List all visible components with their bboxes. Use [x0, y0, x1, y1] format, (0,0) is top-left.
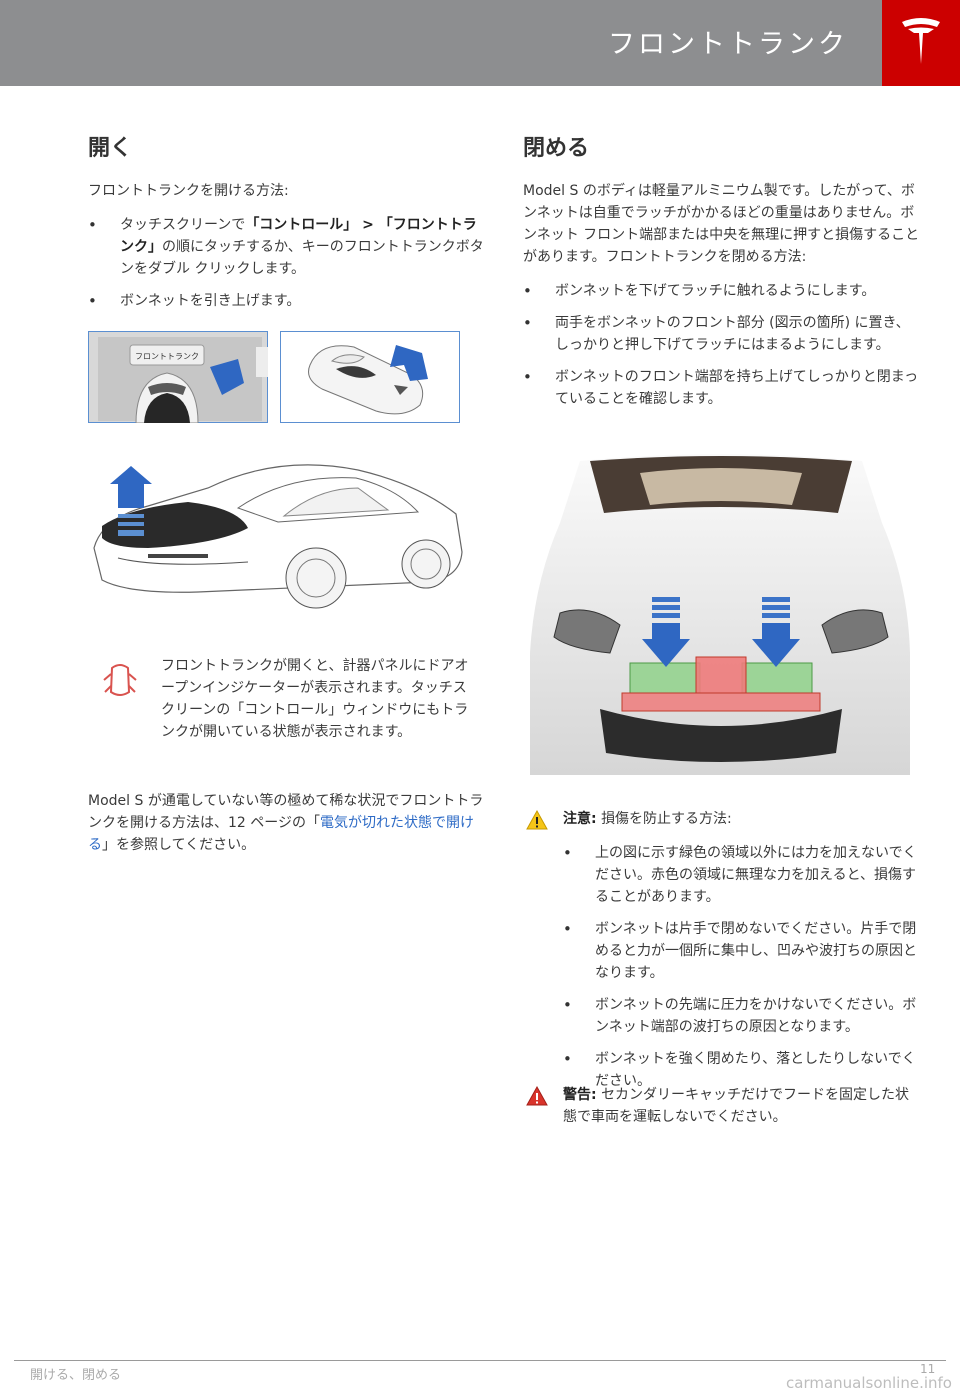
caution-item: ボンネットの先端に圧力をかけないでください。ボンネット端部の波打ちの原因となりま…: [563, 994, 923, 1038]
warning-line: 警告: セカンダリーキャッチだけでフードを固定した状態で車両を運転しないでくださ…: [563, 1084, 923, 1128]
caution-item: ボンネットは片手で閉めないでください。片手で閉めると力が一個所に集中し、凹みや波…: [563, 918, 923, 984]
key-fob-figure: [280, 331, 460, 423]
open-step-2: ボンネットを引き上げます。: [88, 290, 484, 312]
open-step-1: タッチスクリーンで「コントロール」 > 「フロントトランク」の順にタッチするか、…: [88, 214, 484, 280]
hood-press-zones-figure: [530, 453, 912, 775]
indicator-note: フロントトランクが開くと、計器パネルにドアオープンインジケーターが表示されます。…: [161, 658, 469, 740]
no-power-note-pre: Model S が通電していない等の極めて稀な状況でフロントトランクを開ける方法…: [88, 793, 484, 831]
warning-text: セカンダリーキャッチだけでフードを固定した状態で車両を運転しないでください。: [563, 1087, 910, 1125]
footer-rule: [14, 1360, 946, 1361]
open-steps: タッチスクリーンで「コントロール」 > 「フロントトランク」の順にタッチするか、…: [88, 214, 484, 312]
close-step-1: ボンネットを下げてラッチに触れるようにします。: [523, 280, 921, 302]
caution-label: 注意:: [563, 811, 597, 827]
no-power-link[interactable]: 電気が切れた状態で開ける: [88, 815, 474, 853]
warning-icon: [526, 1085, 548, 1106]
caution-line: 注意: 損傷を防止する方法:: [563, 808, 923, 830]
no-power-note-post: 」を参照してください。: [102, 837, 256, 853]
open-step-1-post: の順にタッチするか、キーのフロントトランクボタンをダブル クリックします。: [120, 239, 484, 277]
footer-section: 開ける、閉める: [30, 1368, 122, 1383]
door-open-icon: [102, 660, 138, 702]
open-heading: 開く: [88, 136, 133, 161]
open-intro: フロントトランクを開ける方法:: [88, 183, 289, 199]
caution-list: 上の図に示す緑色の領域以外には力を加えないでください。赤色の領域に無理な力を加え…: [563, 842, 923, 1092]
caution-text: 損傷を防止する方法:: [601, 811, 732, 827]
caution-callout: 注意: 損傷を防止する方法: 上の図に示す緑色の領域以外には力を加えないでくださ…: [563, 808, 923, 1102]
open-section: 開く フロントトランクを開ける方法: タッチスクリーンで「コントロール」 > 「…: [88, 130, 484, 322]
watermark: carmanualsonline.info: [786, 1374, 952, 1392]
touchscreen-figure: フロントトランク: [88, 331, 268, 424]
no-power-note: Model S が通電していない等の極めて稀な状況でフロントトランクを開ける方法…: [88, 790, 484, 856]
close-step-2: 両手をボンネットのフロント部分 (図示の箇所) に置き、しっかりと押し下げてラッ…: [523, 312, 921, 356]
page-number: 11: [920, 1362, 936, 1376]
caution-icon: [526, 809, 548, 830]
tesla-logo-icon: [882, 0, 960, 86]
open-step-1-pre: タッチスクリーンで: [120, 217, 246, 233]
open-step-1-bold: 「コントロール」 > 「フロントトランク」: [120, 217, 477, 255]
close-steps: ボンネットを下げてラッチに触れるようにします。 両手をボンネットのフロント部分 …: [523, 280, 921, 410]
close-heading: 閉める: [523, 136, 590, 161]
page-title: フロントトランク: [608, 29, 848, 60]
close-step-3: ボンネットのフロント端部を持ち上げてしっかりと閉まっていることを確認します。: [523, 366, 921, 410]
caution-item: ボンネットを強く閉めたり、落としたりしないでください。: [563, 1048, 923, 1092]
caution-item: 上の図に示す緑色の領域以外には力を加えないでください。赤色の領域に無理な力を加え…: [563, 842, 923, 908]
close-section: 閉める Model S のボディは軽量アルミニウム製です。したがって、ボンネット…: [523, 130, 921, 420]
hood-raise-figure: [88, 448, 468, 618]
close-intro: Model S のボディは軽量アルミニウム製です。したがって、ボンネットは自重で…: [523, 183, 920, 265]
screen-button-label: フロントトランク: [135, 352, 199, 361]
warning-label: 警告:: [563, 1087, 597, 1103]
header-bar: フロントトランク: [0, 0, 960, 86]
warning-callout: 警告: セカンダリーキャッチだけでフードを固定した状態で車両を運転しないでくださ…: [563, 1084, 923, 1128]
